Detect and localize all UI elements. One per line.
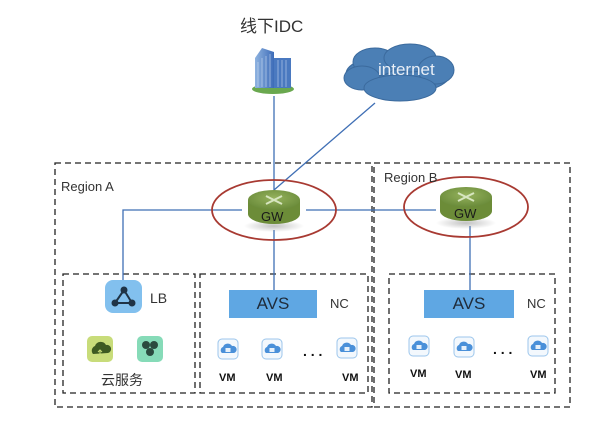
vm-b-ellipsis: . . .: [493, 341, 513, 357]
cloud-storage-icon[interactable]: [87, 336, 113, 362]
vm-a-3-icon[interactable]: [336, 337, 358, 359]
vm-b-2-icon[interactable]: [453, 336, 475, 358]
cloud-services-label: 云服务: [101, 372, 143, 388]
nc-a-box: [199, 273, 369, 394]
region-a-box: [54, 162, 373, 408]
gw-a-highlight-ellipse: [211, 179, 337, 241]
avs-b[interactable]: AVS: [424, 290, 514, 318]
internet-cloud-icon: [343, 43, 455, 102]
vm-a-2-icon[interactable]: [261, 338, 283, 360]
lb-label: LB: [150, 290, 168, 306]
building-icon: [252, 48, 294, 94]
vm-a-3-label: VM: [342, 372, 359, 384]
cluster-icon[interactable]: [137, 336, 163, 362]
idc-label: 线下IDC: [240, 17, 304, 36]
vm-b-2-label: VM: [455, 369, 472, 381]
vm-a-2-label: VM: [266, 372, 283, 384]
vm-a-1-label: VM: [219, 372, 236, 384]
load-balancer-icon[interactable]: [105, 280, 142, 313]
gw-a-label: GW: [261, 209, 284, 224]
cloud-services-box: [62, 273, 196, 394]
nc-b-box: [388, 273, 556, 394]
region-a-label: Region A: [61, 179, 114, 194]
gw-b-router[interactable]: [403, 176, 529, 238]
link-gw-a-lb: [122, 209, 242, 280]
vm-b-1-icon[interactable]: [408, 335, 430, 357]
vm-b-3-icon[interactable]: [527, 335, 549, 357]
vm-b-1-label: VM: [410, 368, 427, 380]
gw-b-highlight-ellipse: [403, 176, 529, 238]
gw-a-router[interactable]: [211, 179, 337, 241]
region-b-label: Region B: [384, 170, 438, 185]
nc-a-label: NC: [330, 296, 349, 311]
link-internet-gw-a: [273, 102, 376, 191]
avs-a[interactable]: AVS: [229, 290, 317, 318]
router-arrows-icon: [265, 195, 283, 205]
nc-b-label: NC: [527, 296, 546, 311]
vm-a-1-icon[interactable]: [217, 338, 239, 360]
internet-label: internet: [378, 60, 435, 79]
router-arrows-icon: [457, 192, 475, 202]
vm-b-3-label: VM: [530, 369, 547, 381]
gw-b-label: GW: [454, 206, 477, 221]
vm-a-ellipsis: . . .: [303, 343, 323, 359]
